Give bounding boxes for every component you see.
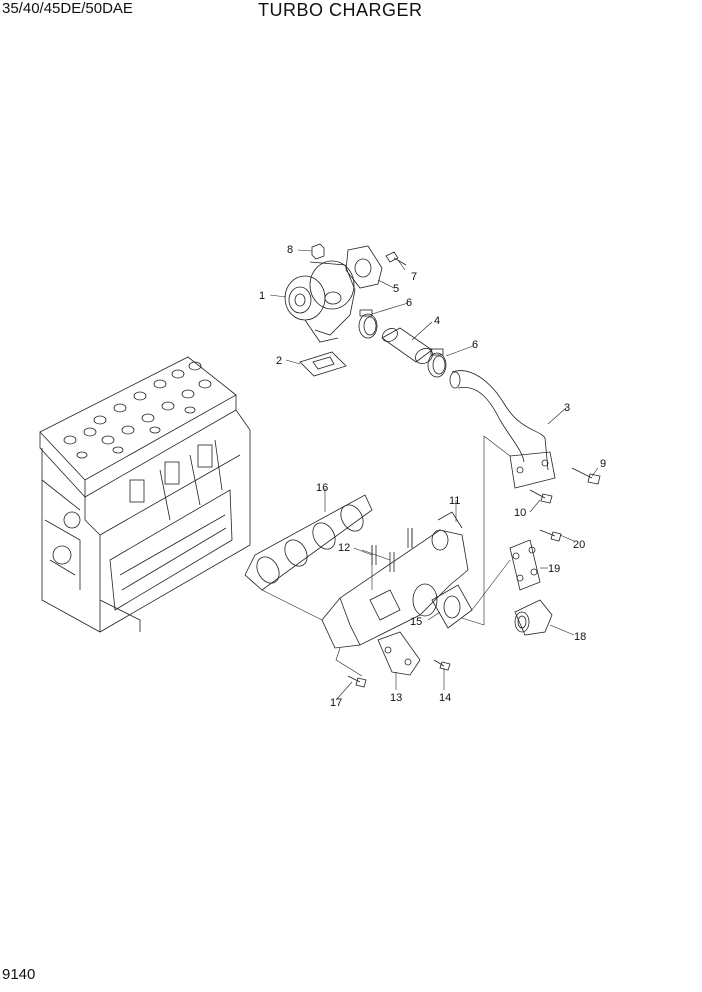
model-label: 35/40/45DE/50DAE: [2, 0, 133, 17]
cover-plate-part-19: [509, 539, 541, 591]
page-title: TURBO CHARGER: [258, 0, 423, 20]
callout-14: 14: [439, 692, 451, 704]
callout-15: 15: [410, 616, 422, 628]
gasket-part-15: [431, 584, 473, 629]
callout-20: 20: [573, 539, 585, 551]
callout-5: 5: [393, 283, 399, 295]
callout-17: 17: [330, 697, 342, 709]
callout-10: 10: [514, 507, 526, 519]
bolt-part-17: [347, 675, 367, 688]
bolt-part-7: [385, 251, 407, 266]
bracket-part-13: [377, 631, 421, 676]
bolt-part-10: [529, 489, 553, 504]
callout-13: 13: [390, 692, 402, 704]
callout-12: 12: [338, 542, 350, 554]
gasket-part-2: [299, 351, 347, 377]
callout-18: 18: [574, 631, 586, 643]
turbocharger-part-1: [284, 260, 356, 343]
engine-block: [39, 356, 251, 633]
callout-6-lower: 6: [472, 339, 478, 351]
assembly-guide-lines: [261, 435, 511, 677]
callout-9: 9: [600, 458, 606, 470]
callout-7: 7: [411, 271, 417, 283]
elbow-fitting-part-18: [514, 599, 553, 636]
callout-leaders: [269, 249, 599, 701]
bolt-part-9: [571, 467, 601, 485]
clamp-part-6-upper: [358, 309, 378, 339]
page-number: 9140: [2, 966, 36, 983]
clamp-part-6-lower: [427, 348, 447, 378]
gasket-part-5: [345, 245, 383, 289]
nut-part-8: [311, 243, 325, 260]
bolt-part-20: [539, 529, 562, 542]
exhaust-pipe-part-3: [449, 370, 556, 489]
callout-labels: 1 2 3 4 5 6 6 7 8 9 10 11 12 13 14 15 16…: [259, 244, 606, 709]
manifold-gasket-part-16: [244, 494, 373, 591]
callout-2: 2: [276, 355, 282, 367]
bolt-part-14: [433, 659, 451, 671]
callout-4: 4: [434, 315, 440, 327]
callout-16: 16: [316, 482, 328, 494]
hose-part-4: [381, 327, 433, 364]
exhaust-manifold-part-11: [321, 511, 469, 649]
callout-1: 1: [259, 290, 265, 302]
callout-3: 3: [564, 402, 570, 414]
stud-part-12: [371, 528, 413, 572]
callout-19: 19: [548, 563, 560, 575]
callout-6-upper: 6: [406, 297, 412, 309]
callout-11: 11: [449, 495, 460, 507]
callout-8: 8: [287, 244, 293, 256]
